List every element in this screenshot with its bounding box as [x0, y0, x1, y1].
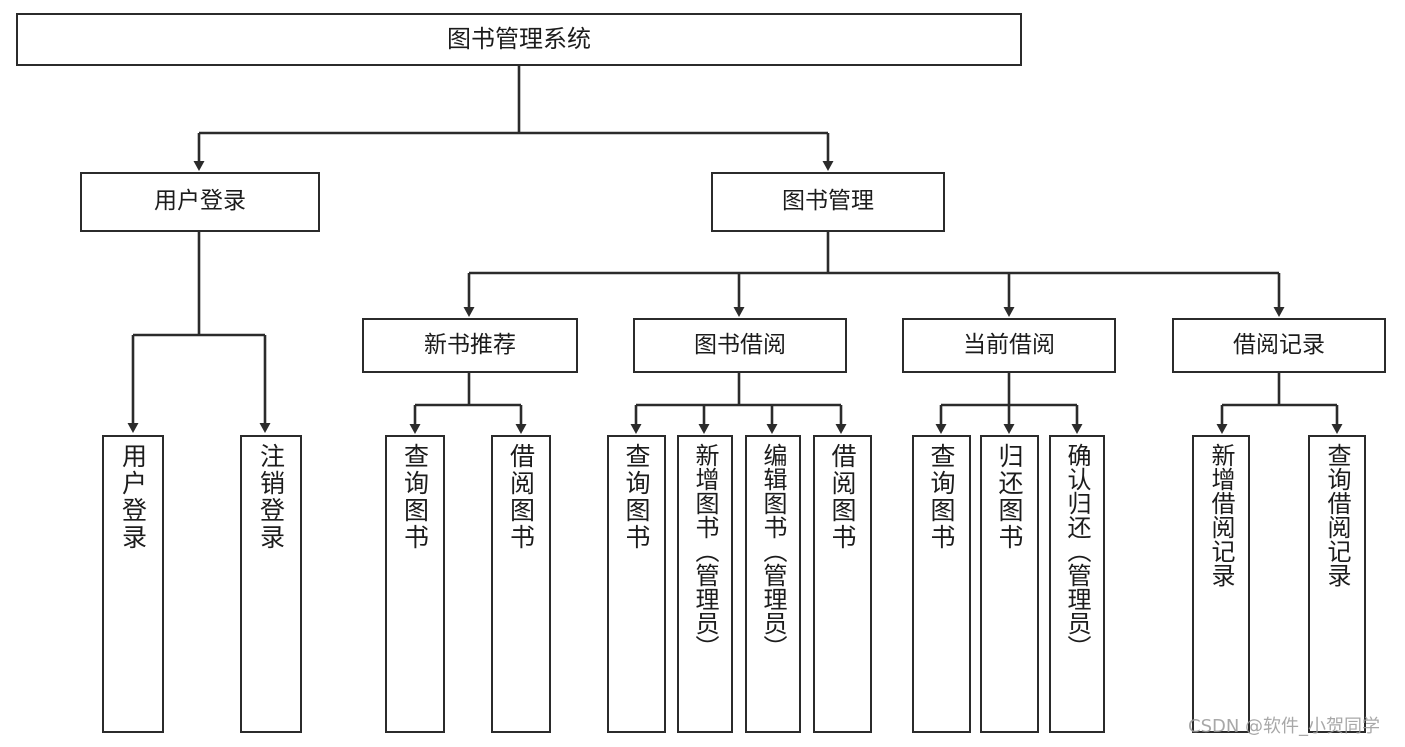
leaf-logout[interactable]: 注销登录 — [240, 435, 302, 733]
leaf-query-book-recommend[interactable]: 查询图书 — [385, 435, 445, 733]
node-label: 借阅图书 — [506, 443, 536, 551]
node-label: 查询图书 — [622, 443, 651, 551]
leaf-query-book-current[interactable]: 查询图书 — [912, 435, 971, 733]
node-label: 新增借阅记录 — [1207, 443, 1235, 587]
node-new-book-recommend[interactable]: 新书推荐 — [362, 318, 578, 373]
leaf-return-book[interactable]: 归还图书 — [980, 435, 1039, 733]
node-label: 用户登录 — [118, 443, 148, 551]
leaf-confirm-return-admin[interactable]: 确认归还（管理员） — [1049, 435, 1105, 733]
node-label: 查询图书 — [927, 443, 956, 551]
node-label: 当前借阅 — [963, 331, 1055, 358]
node-current-borrow[interactable]: 当前借阅 — [902, 318, 1116, 373]
leaf-borrow-book-recommend[interactable]: 借阅图书 — [491, 435, 551, 733]
node-label: 用户登录 — [154, 188, 246, 215]
node-label: 图书借阅 — [694, 331, 786, 358]
leaf-borrow-book[interactable]: 借阅图书 — [813, 435, 872, 733]
node-label: 确认归还（管理员） — [1063, 443, 1091, 659]
node-book-management[interactable]: 图书管理 — [711, 172, 945, 232]
node-label: 编辑图书（管理员） — [759, 443, 787, 659]
node-label: 查询图书 — [400, 443, 430, 551]
node-label: 图书管理 — [782, 188, 874, 215]
node-borrow-record[interactable]: 借阅记录 — [1172, 318, 1386, 373]
node-label: 借阅记录 — [1233, 331, 1325, 358]
node-label: 归还图书 — [995, 443, 1024, 551]
leaf-add-borrow-record[interactable]: 新增借阅记录 — [1192, 435, 1250, 733]
leaf-user-login[interactable]: 用户登录 — [102, 435, 164, 733]
node-label: 新书推荐 — [424, 331, 516, 358]
leaf-query-borrow-record[interactable]: 查询借阅记录 — [1308, 435, 1366, 733]
node-user-login[interactable]: 用户登录 — [80, 172, 320, 232]
node-label: 图书管理系统 — [447, 25, 591, 54]
csdn-watermark: CSDN @软件_小贺同学 — [1188, 716, 1381, 737]
node-label: 查询借阅记录 — [1323, 443, 1351, 587]
node-book-borrow[interactable]: 图书借阅 — [633, 318, 847, 373]
node-label: 借阅图书 — [828, 443, 857, 551]
node-label: 新增图书（管理员） — [691, 443, 719, 659]
leaf-add-book-admin[interactable]: 新增图书（管理员） — [677, 435, 733, 733]
leaf-edit-book-admin[interactable]: 编辑图书（管理员） — [745, 435, 801, 733]
node-label: 注销登录 — [256, 443, 286, 551]
leaf-query-book-borrow[interactable]: 查询图书 — [607, 435, 666, 733]
node-root-system[interactable]: 图书管理系统 — [16, 13, 1022, 66]
